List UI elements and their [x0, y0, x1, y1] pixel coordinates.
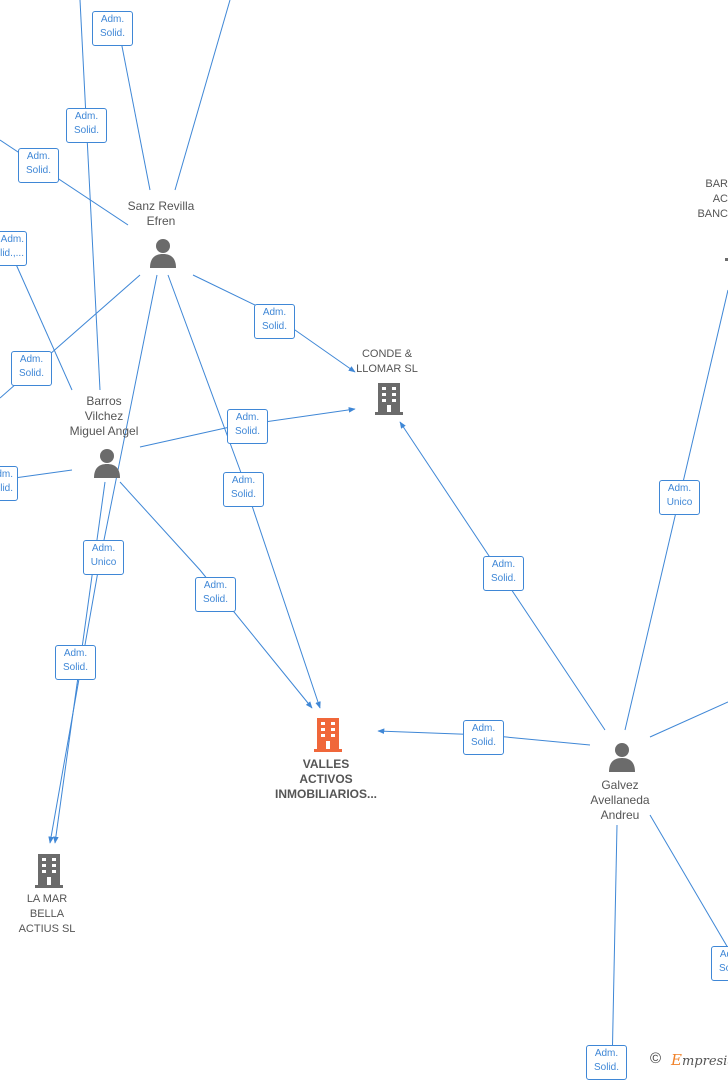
- label-line: LLOMAR SL: [356, 363, 418, 375]
- company-label-lamar[interactable]: LA MAR BELLA ACTIUS SL: [0, 892, 97, 937]
- badge-line: Solid.: [230, 489, 256, 500]
- badge-line: Adm.: [594, 1048, 619, 1059]
- badge-line: Solid.: [62, 662, 88, 673]
- relation-badge[interactable]: Adm. Solid.: [0, 466, 18, 501]
- relation-badge[interactable]: Adm. Solid.: [586, 1045, 627, 1080]
- label-line: Galvez: [601, 778, 639, 792]
- relation-badge[interactable]: Adm. Solid.: [227, 409, 268, 444]
- badge-line: Solid.: [490, 573, 516, 584]
- badge-line: Adm.: [100, 14, 125, 25]
- person-label-galvez[interactable]: Galvez Avellaneda Andreu: [570, 778, 670, 823]
- badge-line: Adm.: [491, 559, 516, 570]
- edge: [649, 701, 728, 738]
- edge: [167, 274, 321, 709]
- badge-line: Solid.: [261, 321, 287, 332]
- label-line: Miguel Angel: [69, 424, 139, 438]
- brand-initial: E: [671, 1051, 682, 1069]
- label-line: Sanz Revilla: [127, 199, 195, 213]
- label-line: VALLES: [302, 757, 350, 771]
- building-icon[interactable]: [312, 716, 344, 752]
- relation-badge[interactable]: Adm. Solid.: [254, 304, 295, 339]
- badge-line: Unico: [90, 557, 117, 568]
- badge-line: Solid.: [0, 483, 13, 494]
- badge-line: Adm.: [0, 234, 24, 245]
- label-line: BANC: [697, 208, 728, 220]
- badge-line: Solid.: [234, 426, 260, 437]
- edge: [649, 814, 728, 949]
- badge-line: Adm.: [26, 151, 51, 162]
- badge-line: Unico: [666, 497, 693, 508]
- company-label-conde[interactable]: CONDE & LLOMAR SL: [337, 347, 437, 377]
- relation-badge[interactable]: Adm. Solid.: [66, 108, 107, 143]
- focus-company-label[interactable]: VALLES ACTIVOS INMOBILIARIOS...: [266, 757, 386, 802]
- badge-line: Adm.: [74, 111, 99, 122]
- badge-line: Adm.: [667, 483, 692, 494]
- relation-badge[interactable]: Adm. Unico: [83, 540, 124, 575]
- badge-line: Adm.: [235, 412, 260, 423]
- badge-line: Solid.: [25, 165, 51, 176]
- badge-line: Solid.: [18, 368, 44, 379]
- relation-badge[interactable]: Adm. Solid.: [711, 946, 728, 981]
- badge-line: Solid.: [99, 28, 125, 39]
- building-icon[interactable]: [33, 852, 65, 888]
- badge-line: Adm.: [0, 469, 13, 480]
- label-line: CONDE &: [361, 348, 413, 360]
- edge: [79, 0, 101, 391]
- badge-line: Adm.: [203, 580, 228, 591]
- person-icon[interactable]: [93, 448, 121, 478]
- person-label-sanz[interactable]: Sanz Revilla Efren: [111, 199, 211, 229]
- person-icon[interactable]: [149, 238, 177, 268]
- label-line: AC: [712, 193, 728, 205]
- copyright-symbol: ©: [650, 1050, 662, 1067]
- company-label-partial[interactable]: BAR AC BANC: [694, 177, 728, 222]
- edge: [119, 481, 313, 709]
- badge-line: Solid.,...: [0, 248, 24, 259]
- brand-logo: Empresia: [671, 1051, 728, 1069]
- label-line: Barros: [86, 394, 122, 408]
- building-icon[interactable]: [373, 381, 405, 415]
- relation-badge[interactable]: Adm. Solid.: [55, 645, 96, 680]
- badge-line: Adm.: [63, 648, 88, 659]
- label-line: BAR: [705, 178, 728, 190]
- label-line: Efren: [146, 214, 176, 228]
- badge-line: Solid.: [718, 963, 728, 974]
- label-line: LA MAR: [26, 893, 68, 905]
- relation-badge[interactable]: Adm. Solid.: [11, 351, 52, 386]
- person-icon-partial: [725, 258, 728, 261]
- badge-line: Adm.: [231, 475, 256, 486]
- label-line: ACTIVOS: [299, 772, 353, 786]
- label-line: Vilchez: [84, 409, 124, 423]
- relation-badge[interactable]: Adm. Solid.: [195, 577, 236, 612]
- edge: [14, 261, 73, 391]
- badge-line: Solid.: [470, 737, 496, 748]
- relation-badge[interactable]: Adm. Solid.: [463, 720, 504, 755]
- relation-badge[interactable]: Adm. Solid.,...: [0, 231, 27, 266]
- relation-badge[interactable]: Adm. Solid.: [18, 148, 59, 183]
- badge-line: Adm.: [471, 723, 496, 734]
- edge: [174, 0, 231, 191]
- person-icon[interactable]: [608, 742, 636, 772]
- label-line: BELLA: [29, 908, 65, 920]
- badge-line: Solid.: [73, 125, 99, 136]
- label-line: INMOBILIARIOS...: [275, 787, 377, 801]
- badge-line: Adm.: [262, 307, 287, 318]
- edge: [119, 35, 151, 191]
- badge-line: Adm.: [19, 354, 44, 365]
- person-label-barros[interactable]: Barros Vilchez Miguel Angel: [54, 394, 154, 439]
- badge-line: Solid.: [593, 1062, 619, 1073]
- badge-line: Adm.: [719, 949, 728, 960]
- label-line: Andreu: [600, 808, 640, 822]
- label-line: Avellaneda: [590, 793, 650, 807]
- brand-name: mpresia: [681, 1054, 728, 1069]
- label-line: ACTIUS SL: [18, 923, 76, 935]
- badge-line: Solid.: [202, 594, 228, 605]
- edge: [611, 824, 618, 1070]
- relation-badge[interactable]: Adm. Solid.: [483, 556, 524, 591]
- badge-line: Adm.: [91, 543, 116, 554]
- relation-badge[interactable]: Adm. Solid.: [223, 472, 264, 507]
- relation-badge[interactable]: Adm. Unico: [659, 480, 700, 515]
- relation-badge[interactable]: Adm. Solid.: [92, 11, 133, 46]
